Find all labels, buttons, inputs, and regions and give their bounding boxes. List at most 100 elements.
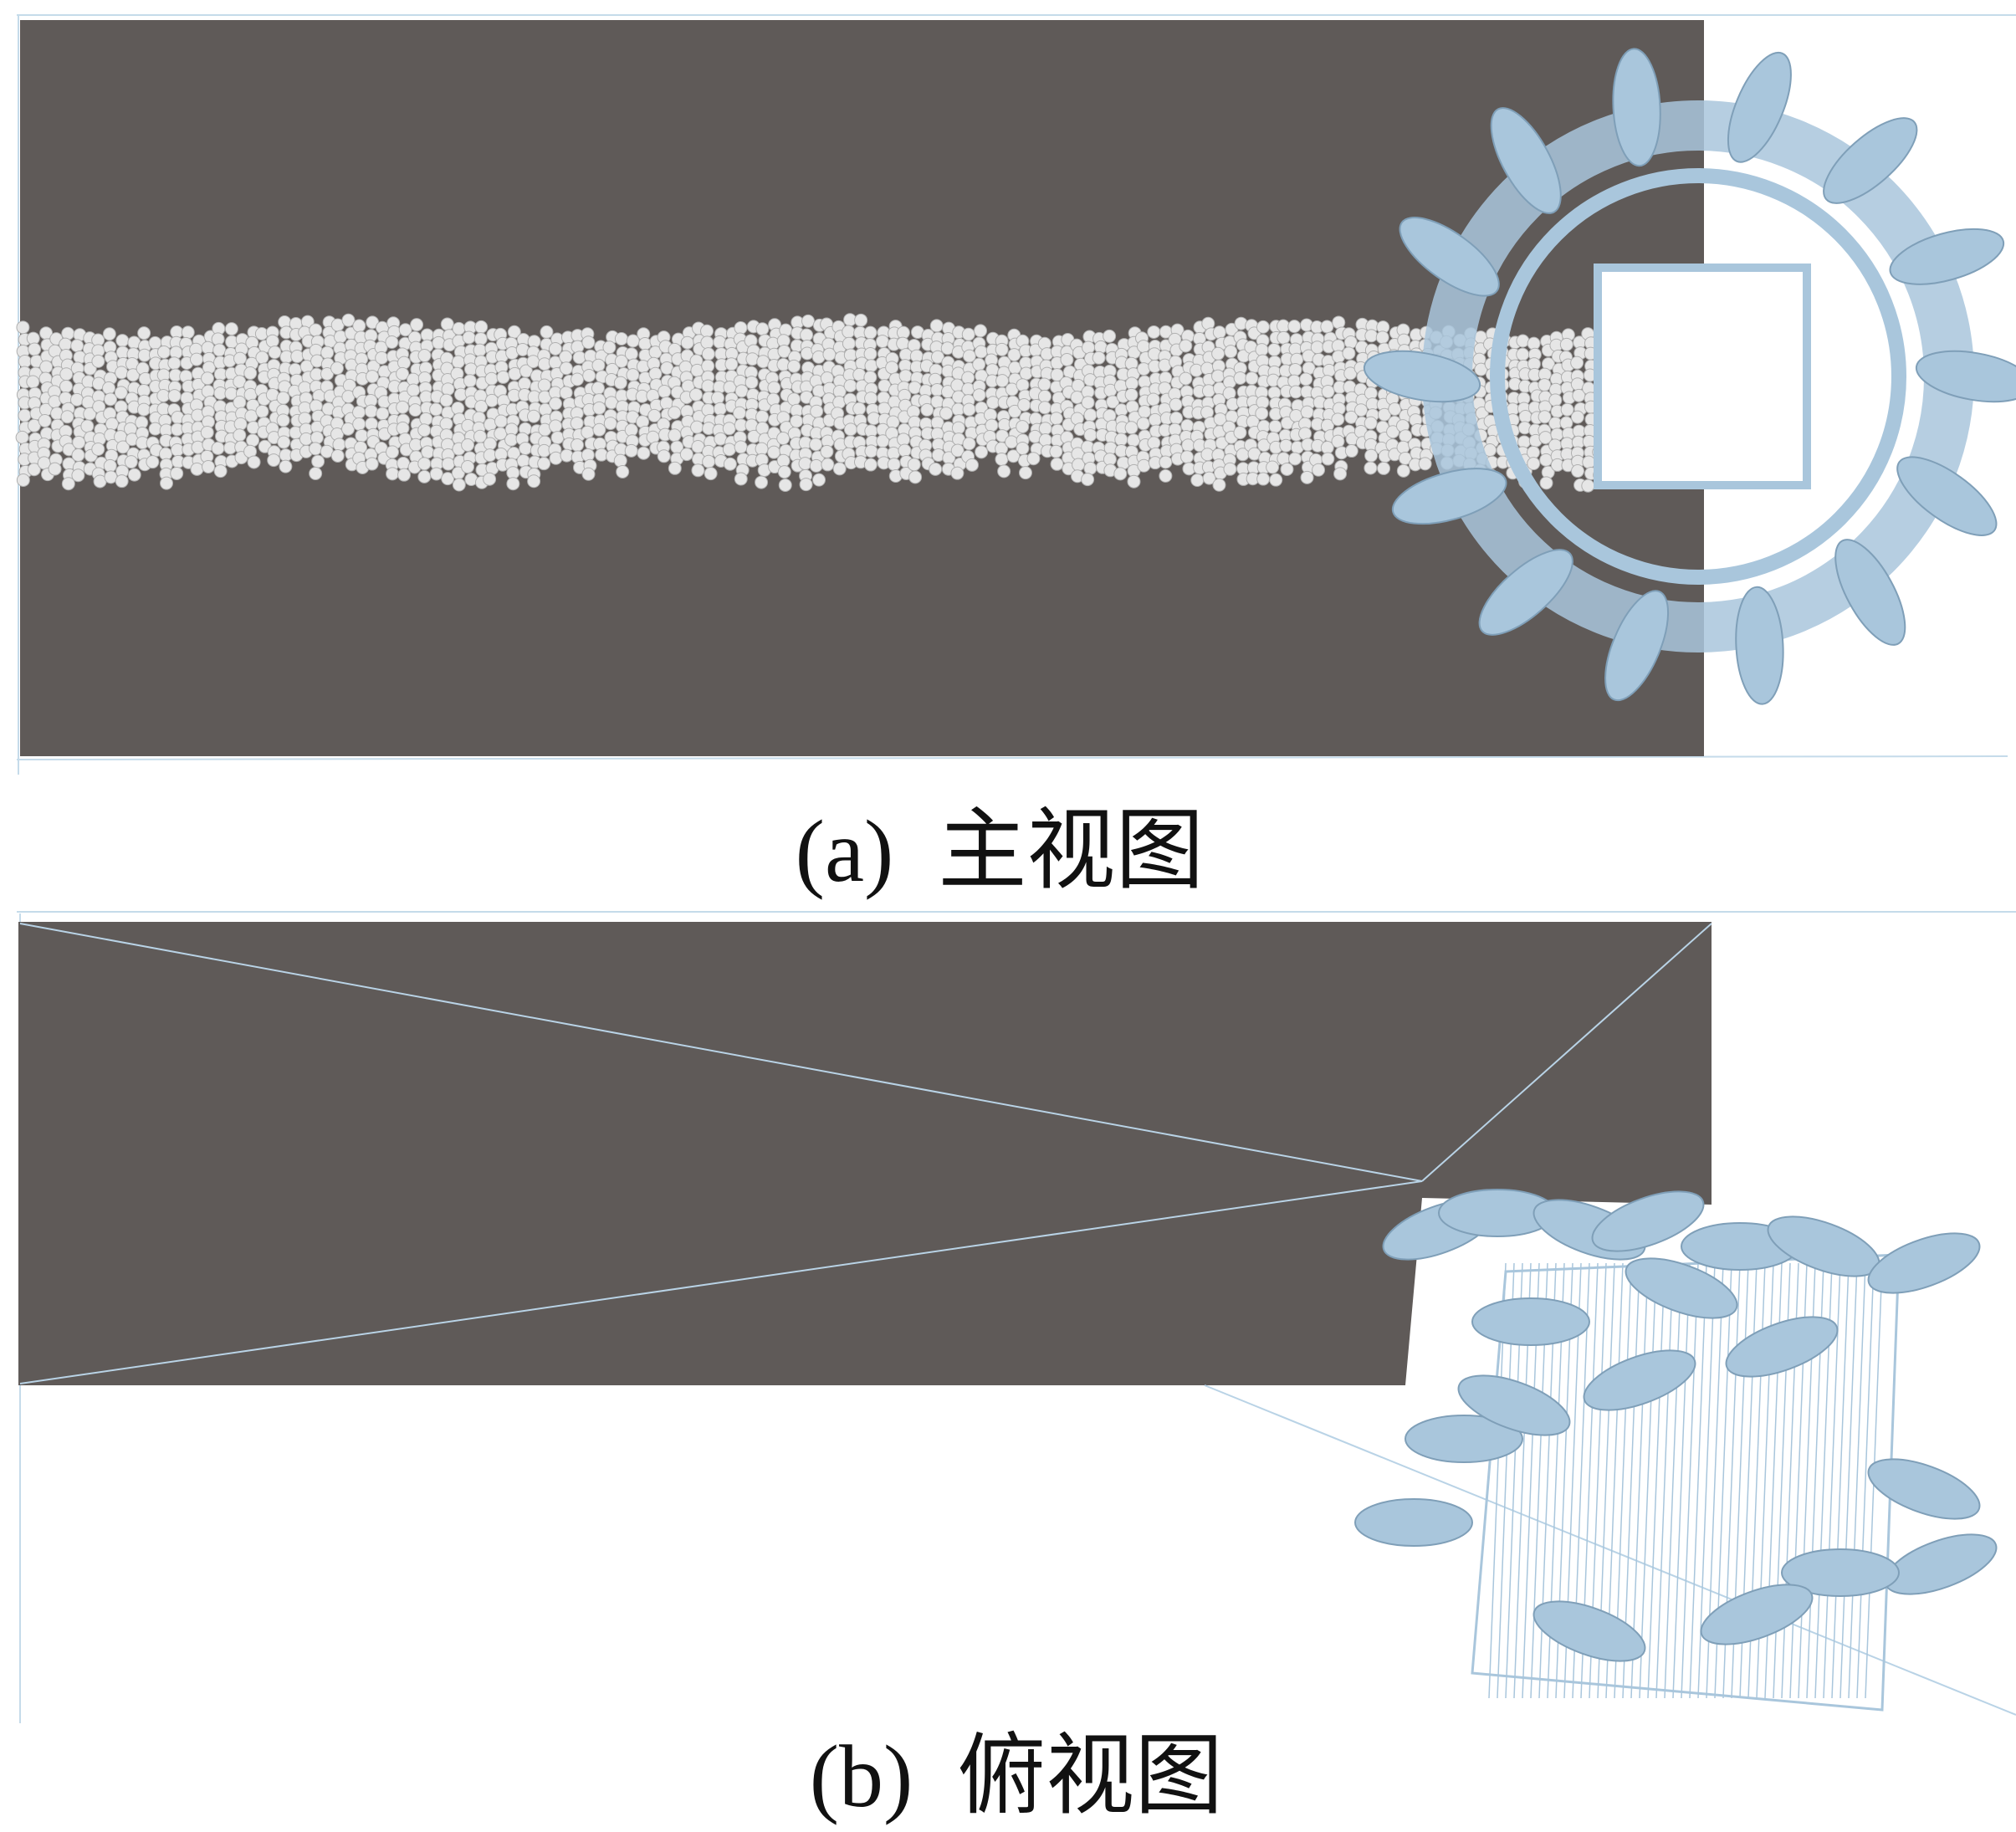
particle (1070, 391, 1084, 405)
particle (1289, 385, 1303, 399)
particle (734, 384, 749, 398)
drum-hub (1594, 264, 1811, 489)
particle (1550, 427, 1564, 442)
particle (972, 388, 986, 402)
particle (985, 418, 999, 432)
particle (800, 328, 814, 342)
particle (341, 313, 356, 327)
particle (582, 368, 596, 382)
particle (1268, 419, 1282, 433)
particle (755, 322, 770, 336)
particle (1148, 412, 1162, 427)
particle (407, 383, 421, 397)
particle (125, 368, 140, 382)
particle (776, 453, 791, 468)
particle (843, 379, 857, 393)
particle (1124, 387, 1138, 402)
cutting-pick (1532, 1600, 1646, 1662)
particle (233, 428, 247, 443)
particle (1310, 340, 1324, 355)
particle (1538, 378, 1552, 392)
particle (1114, 432, 1128, 447)
particle (1016, 441, 1030, 455)
particle (809, 438, 823, 452)
particle (398, 323, 412, 337)
particle (16, 320, 30, 335)
particle (190, 462, 204, 476)
coal-seam-block-top (18, 922, 1712, 1385)
particle (1288, 362, 1302, 376)
particle (80, 419, 95, 433)
particle (1127, 474, 1141, 489)
particle (1233, 426, 1247, 440)
particle (1026, 452, 1041, 466)
particle (508, 366, 522, 381)
particle (602, 340, 617, 355)
particle (233, 395, 247, 409)
particle (102, 327, 116, 341)
particle (496, 370, 510, 384)
particle (965, 458, 979, 472)
particle (18, 354, 32, 368)
particle (146, 455, 160, 469)
particle (246, 433, 260, 448)
particle (820, 444, 834, 458)
particle (463, 374, 477, 388)
particle (810, 404, 824, 418)
particle (591, 381, 606, 396)
particle (1212, 325, 1226, 340)
particle (1344, 410, 1358, 424)
particle (995, 374, 1010, 388)
particle (115, 474, 129, 489)
particle (1570, 410, 1584, 424)
particle (181, 325, 195, 340)
particle (124, 455, 138, 469)
particle (704, 467, 718, 481)
particle (1137, 362, 1151, 376)
particle (1559, 337, 1573, 351)
particle (843, 348, 857, 362)
cutting-pick (1781, 1548, 1900, 1597)
particle (1571, 464, 1585, 478)
particle (570, 416, 584, 430)
cutting-pick (1363, 350, 1481, 403)
particle (156, 389, 171, 403)
particle (548, 341, 562, 356)
particle (648, 366, 663, 381)
particle (136, 402, 151, 417)
particle (961, 371, 975, 385)
particle (852, 402, 867, 416)
particle (1548, 393, 1563, 407)
particle (103, 458, 117, 473)
particle (812, 473, 826, 487)
particle (15, 430, 29, 444)
drum-mesh-line (1689, 1262, 1707, 1699)
particle (1364, 461, 1378, 475)
particle (896, 336, 910, 351)
particle (59, 367, 74, 381)
particle (311, 454, 325, 468)
particle (1279, 438, 1293, 453)
particle (975, 445, 989, 459)
drum-mesh-line (1655, 1262, 1674, 1699)
particle (559, 386, 573, 400)
particle (875, 335, 889, 349)
particle (614, 354, 628, 368)
particle (1364, 329, 1379, 343)
cutting-pick (1399, 217, 1500, 297)
particle (115, 366, 129, 380)
particle (1320, 320, 1334, 334)
particle (211, 441, 225, 455)
particle (1570, 377, 1584, 391)
particle (908, 470, 923, 484)
particle (776, 432, 791, 446)
particle (386, 467, 400, 481)
particle (689, 387, 704, 402)
particle (170, 443, 184, 457)
particle (26, 375, 40, 389)
particle (1103, 453, 1117, 467)
particle (474, 320, 489, 334)
particle (255, 404, 269, 418)
particle (885, 361, 899, 375)
particle (506, 477, 520, 491)
